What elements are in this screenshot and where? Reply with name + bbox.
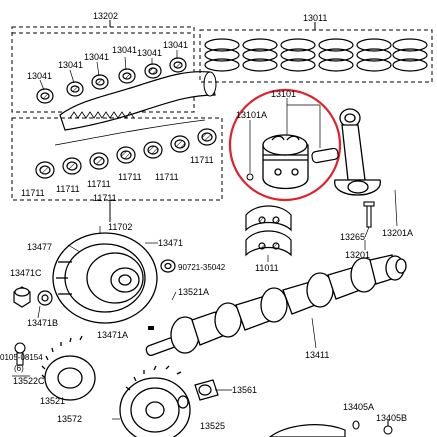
timing-gear-large (119, 365, 191, 437)
crankshaft-pulley (52, 232, 158, 324)
small-pin-13405A (352, 420, 360, 430)
part-label-11711: 11711 (93, 193, 117, 203)
connecting-rod-bolt (363, 201, 375, 228)
part-label-13471: 13471 (158, 238, 184, 248)
part-label-13561: 13561 (232, 385, 258, 395)
gear-washer (177, 395, 189, 409)
connecting-rod-bearings (245, 205, 292, 257)
part-label-13101A: 13101A (236, 110, 268, 120)
part-label-quantity-6: (6) (14, 364, 24, 373)
part-label-11711: 11711 (190, 155, 214, 165)
part-label-13202: 13202 (93, 11, 119, 21)
camshaft-bearing-shells (36, 57, 187, 104)
part-label-13525: 13525 (200, 421, 226, 431)
part-label-13471B: 13471B (27, 318, 59, 328)
part-label-13041: 13041 (58, 60, 84, 70)
part-label-11011: 11011 (255, 263, 279, 273)
connecting-rod (334, 108, 381, 196)
pulley-washer (160, 259, 176, 273)
camshaft (59, 71, 217, 131)
part-label-11702: 11702 (108, 222, 133, 232)
piston (262, 134, 309, 190)
part-label-13265: 13265 (340, 232, 366, 242)
crank-angle-sensor-plate (194, 379, 219, 401)
piston-ring-set-box (199, 29, 433, 83)
part-label-13041: 13041 (163, 40, 189, 50)
part-label-0105-08154: 0105-08154 (0, 353, 43, 362)
part-label-13572: 13572 (57, 414, 83, 424)
part-label-13201: 13201 (345, 250, 371, 260)
part-label-13011: 13011 (303, 13, 328, 23)
small-bolt-13405B (383, 420, 393, 435)
part-label-13405B: 13405B (376, 413, 408, 423)
piston-pin-clip (246, 173, 254, 181)
part-label-11711: 11711 (155, 172, 179, 182)
part-label-13041: 13041 (112, 45, 138, 55)
piston-highlight-circle (228, 88, 342, 202)
part-label-13041: 13041 (84, 52, 110, 62)
part-label-13041: 13041 (137, 48, 163, 58)
part-label-11711: 11711 (56, 184, 80, 194)
part-label-11711: 11711 (21, 188, 45, 198)
piston-rings (204, 38, 428, 72)
part-label-11711: 11711 (87, 179, 111, 189)
part-label-13471C: 13471C (10, 268, 42, 278)
crankshaft-timing-gear (41, 335, 96, 401)
small-bolt (14, 342, 26, 366)
pulley-washer-small (37, 290, 53, 306)
crankshaft-bearing-group-box (11, 117, 223, 201)
part-label-13477: 13477 (27, 242, 53, 252)
crankshaft-bearing-shells (35, 128, 217, 179)
part-label-13471A: 13471A (97, 330, 129, 340)
woodruff-key (148, 326, 154, 330)
part-label-13521A: 13521A (178, 287, 210, 297)
pulley-bolt (13, 286, 31, 308)
part-label-13521: 13521 (40, 396, 66, 406)
flywheel-partial (269, 424, 346, 437)
part-label-13201A: 13201A (382, 228, 414, 238)
part-label-13101: 13101 (271, 89, 297, 99)
part-label-13522C: 13522C (13, 376, 45, 386)
crankshaft (145, 254, 407, 357)
part-label-13041: 13041 (27, 71, 53, 81)
part-label-11711: 11711 (118, 172, 142, 182)
part-label-90721-35042: 90721-35042 (178, 263, 226, 272)
part-label-13411: 13411 (305, 350, 330, 360)
part-label-13405A: 13405A (343, 402, 375, 412)
piston-pin (311, 147, 339, 164)
